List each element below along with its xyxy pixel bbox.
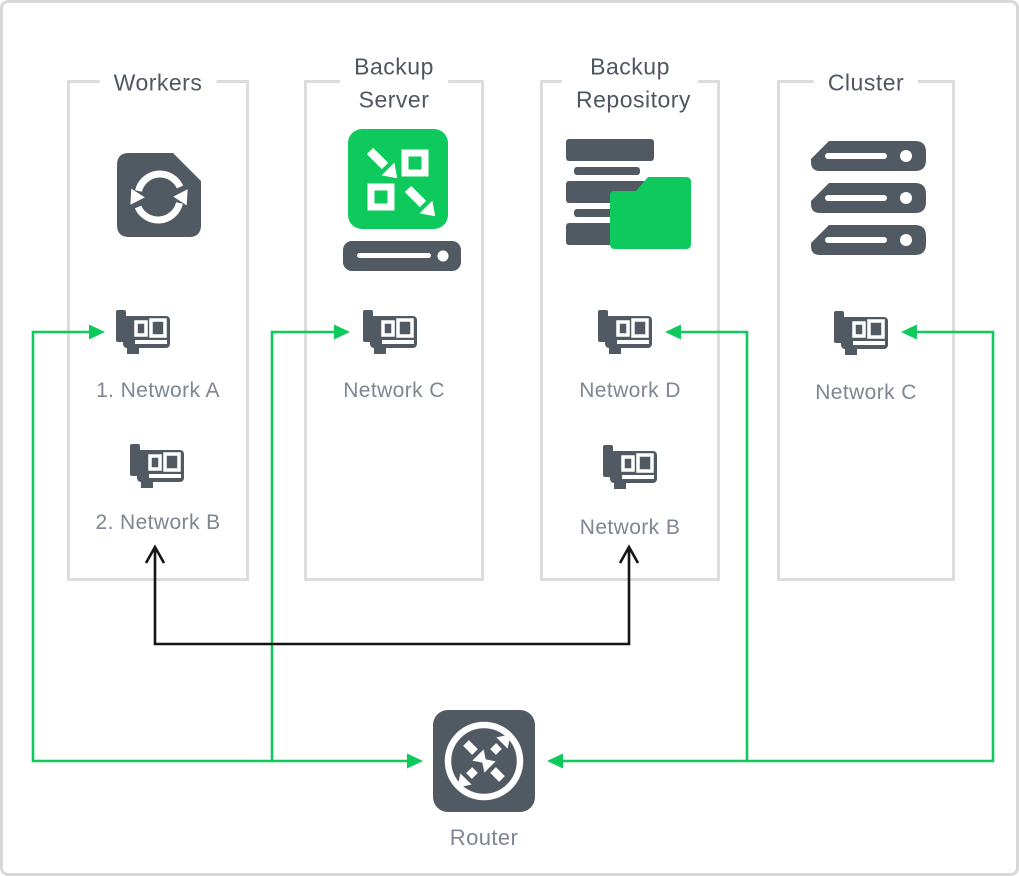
workers-nic-network-a-label: 1. Network A bbox=[96, 379, 220, 402]
green-arrowhead-into-router-right bbox=[547, 753, 563, 769]
backup-repository-icon bbox=[566, 139, 691, 249]
panel-backup-server: Backup Server Network C bbox=[304, 48, 484, 581]
workers-nic-network-b-label: 2. Network B bbox=[95, 511, 221, 534]
panel-backup-server-title: Backup Server bbox=[340, 48, 448, 118]
backup-repository-nic-network-b-label: Network B bbox=[579, 516, 681, 539]
backup-repository-nic-network-b-icon bbox=[603, 445, 657, 489]
cluster-icon bbox=[811, 141, 926, 255]
backup-server-icon bbox=[343, 129, 461, 271]
router-label: Router bbox=[449, 825, 519, 850]
cluster-nic-network-c-label: Network C bbox=[815, 381, 917, 404]
panel-cluster-title: Cluster bbox=[813, 64, 919, 102]
router-icon bbox=[433, 710, 535, 812]
backup-repository-nic-network-d-icon bbox=[598, 310, 652, 354]
panel-workers: Workers 1. Network A 2. Networ bbox=[67, 64, 249, 581]
panel-workers-title: Workers bbox=[99, 64, 217, 102]
backup-repository-nic-network-d-label: Network D bbox=[579, 379, 681, 402]
panel-backup-repository-title: Backup Repository bbox=[562, 48, 698, 118]
backup-server-nic-network-c-icon bbox=[363, 310, 417, 354]
workers-nic-network-a-icon bbox=[116, 310, 170, 354]
panel-backup-repository: Backup Repository Network D Netwo bbox=[540, 48, 720, 581]
worker-sync-icon bbox=[117, 153, 201, 237]
panel-cluster: Cluster N bbox=[777, 64, 955, 581]
cluster-nic-network-c-icon bbox=[834, 311, 888, 355]
workers-nic-network-b-icon bbox=[130, 444, 184, 488]
green-arrowhead-into-router-left bbox=[407, 753, 423, 769]
backup-server-nic-network-c-label: Network C bbox=[343, 379, 445, 402]
